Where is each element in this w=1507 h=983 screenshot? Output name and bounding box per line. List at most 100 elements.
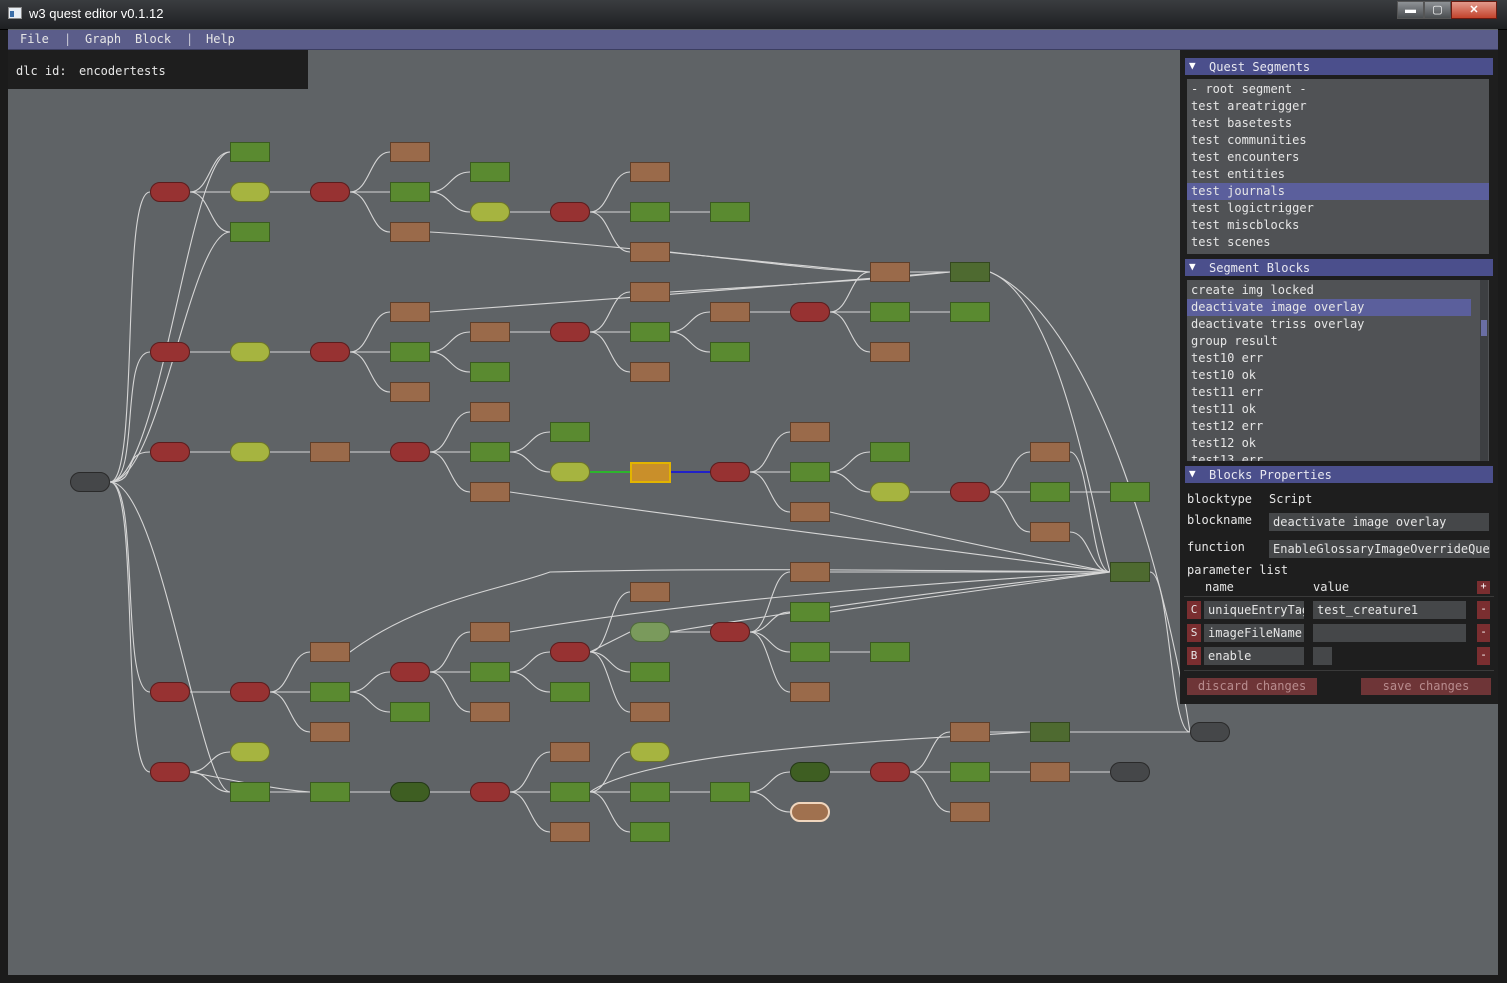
graph-node[interactable] [790,502,830,522]
graph-node[interactable] [630,822,670,842]
graph-node[interactable] [630,622,670,642]
graph-node[interactable] [550,322,590,342]
graph-node[interactable] [470,162,510,182]
graph-node[interactable] [150,682,190,702]
graph-node[interactable] [230,182,270,202]
segment-blocks-scrollbar[interactable] [1480,280,1488,461]
graph-node[interactable] [790,562,830,582]
graph-node[interactable] [310,722,350,742]
menu-help[interactable]: Help [206,32,235,46]
param-name-field[interactable]: imageFileName [1204,624,1304,642]
graph-node[interactable] [230,342,270,362]
graph-node[interactable] [870,302,910,322]
graph-node[interactable] [150,762,190,782]
quest-segment-item[interactable]: test encounters [1191,150,1300,164]
graph-node-selected[interactable] [630,462,671,483]
graph-node[interactable] [790,802,830,822]
graph-node[interactable] [310,182,350,202]
graph-node[interactable] [70,472,110,492]
graph-node[interactable] [550,422,590,442]
collapse-arrow-icon[interactable]: ▼ [1189,467,1196,480]
menu-block[interactable]: Block [135,32,172,46]
quest-segment-item[interactable]: test communities [1191,133,1307,147]
graph-node[interactable] [310,442,350,462]
graph-node[interactable] [1110,762,1150,782]
graph-node[interactable] [630,702,670,722]
graph-node[interactable] [950,302,990,322]
graph-node[interactable] [470,782,510,802]
segment-block-item[interactable]: test10 ok [1191,368,1257,382]
quest-segment-item-selected[interactable]: test journals [1187,183,1489,200]
blockname-field[interactable]: deactivate image overlay [1269,513,1489,531]
graph-node[interactable] [1030,722,1070,742]
graph-node[interactable] [310,682,350,702]
quest-segments-list[interactable]: - root segment - test areatrigger test b… [1187,79,1489,254]
segment-block-item[interactable]: test12 err [1191,419,1264,433]
remove-parameter-button[interactable]: - [1477,624,1490,642]
segment-block-item[interactable]: test10 err [1191,351,1264,365]
graph-node[interactable] [390,302,430,322]
graph-node[interactable] [470,442,510,462]
graph-node[interactable] [390,662,430,682]
graph-node[interactable] [390,782,430,802]
quest-segment-item[interactable]: test basetests [1191,116,1293,130]
graph-node[interactable] [870,482,910,502]
graph-node[interactable] [470,662,510,682]
graph-node[interactable] [230,222,270,242]
graph-node[interactable] [950,722,990,742]
param-name-field[interactable]: uniqueEntryTag [1204,601,1304,619]
graph-node[interactable] [550,202,590,222]
graph-node[interactable] [390,702,430,722]
graph-node[interactable] [230,782,270,802]
graph-node[interactable] [390,142,430,162]
graph-node[interactable] [550,642,590,662]
graph-node[interactable] [390,442,430,462]
graph-node[interactable] [630,322,670,342]
graph-node[interactable] [630,662,670,682]
save-changes-button[interactable]: save changes [1361,678,1491,695]
graph-node[interactable] [630,742,670,762]
param-name-field[interactable]: enable [1204,647,1304,665]
quest-segment-item[interactable]: test areatrigger [1191,99,1307,113]
segment-block-item[interactable]: deactivate triss overlay [1191,317,1365,331]
segment-block-item[interactable]: group result [1191,334,1278,348]
graph-node[interactable] [790,602,830,622]
graph-node[interactable] [630,362,670,382]
graph-node[interactable] [470,322,510,342]
graph-node[interactable] [950,482,990,502]
menu-graph[interactable]: Graph [85,32,122,46]
graph-node[interactable] [630,582,670,602]
collapse-arrow-icon[interactable]: ▼ [1189,260,1196,273]
remove-parameter-button[interactable]: - [1477,601,1490,619]
segment-block-item-selected[interactable]: deactivate image overlay [1187,299,1471,316]
remove-parameter-button[interactable]: - [1477,647,1490,665]
graph-node[interactable] [710,302,750,322]
graph-node[interactable] [1030,482,1070,502]
graph-node[interactable] [870,442,910,462]
graph-node[interactable] [390,222,430,242]
graph-node[interactable] [390,342,430,362]
graph-node[interactable] [630,782,670,802]
collapse-arrow-icon[interactable]: ▼ [1189,59,1196,72]
graph-node[interactable] [550,782,590,802]
graph-node[interactable] [870,642,910,662]
graph-node[interactable] [310,342,350,362]
segment-block-item[interactable]: test12 ok [1191,436,1257,450]
graph-node[interactable] [710,202,750,222]
graph-node[interactable] [470,702,510,722]
graph-node[interactable] [310,782,350,802]
quest-segment-item[interactable]: - root segment - [1191,82,1307,96]
graph-node[interactable] [230,442,270,462]
segment-block-item[interactable]: test11 ok [1191,402,1257,416]
graph-node-end[interactable] [1190,722,1230,742]
graph-node[interactable] [790,302,830,322]
segment-blocks-list[interactable]: create img locked deactivate image overl… [1187,280,1489,461]
graph-node[interactable] [470,622,510,642]
graph-node[interactable] [150,442,190,462]
quest-segment-item[interactable]: test entities [1191,167,1285,181]
function-field[interactable]: EnableGlossaryImageOverrideQuest [1269,540,1490,558]
graph-node[interactable] [550,682,590,702]
graph-node[interactable] [710,782,750,802]
graph-node[interactable] [1030,762,1070,782]
graph-node[interactable] [230,682,270,702]
